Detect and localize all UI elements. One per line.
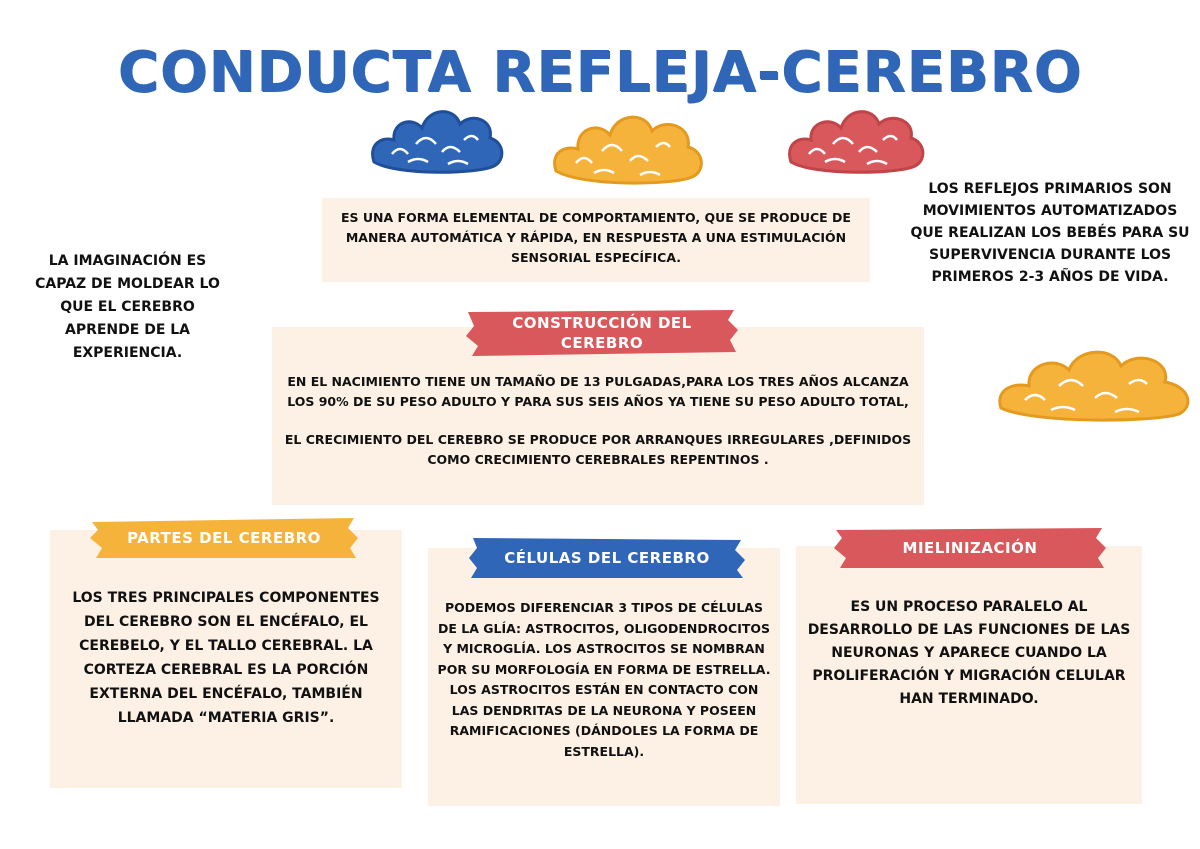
cells-heading-label: CÉLULAS DEL CEREBRO — [504, 549, 710, 567]
construction-box — [272, 327, 924, 505]
page-title: CONDUCTA REFLEJA-CEREBRO — [117, 40, 1083, 105]
blue-brush-stroke — [469, 538, 745, 578]
parts-heading: PARTES DEL CEREBRO — [88, 516, 360, 560]
myelination-box — [796, 546, 1142, 804]
red-cloud-decoration — [788, 110, 925, 174]
construction-paragraph-1: EN EL NACIMIENTO TIENE UN TAMAÑO DE 13 P… — [287, 374, 909, 409]
construction-heading: CONSTRUCCIÓN DEL CEREBRO — [462, 308, 742, 358]
myelination-text: ES UN PROCESO PARALELO AL DESARROLLO DE … — [807, 599, 1131, 707]
cells-box — [428, 548, 780, 806]
myelination-heading: MIELINIZACIÓN — [832, 526, 1108, 570]
myelination-heading-label: MIELINIZACIÓN — [902, 539, 1038, 557]
red-brush-stroke-2 — [834, 528, 1106, 568]
parts-box — [50, 530, 402, 788]
construction-paragraph-2: EL CRECIMIENTO DEL CEREBRO SE PRODUCE PO… — [284, 432, 912, 467]
construction-heading-label: CONSTRUCCIÓN DEL CEREBRO — [512, 314, 692, 352]
parts-text: LOS TRES PRINCIPALES COMPONENTES DEL CER… — [72, 590, 380, 726]
yellow-brush-stroke — [90, 518, 358, 558]
red-brush-stroke — [466, 310, 738, 356]
cells-heading: CÉLULAS DEL CEREBRO — [467, 534, 747, 580]
imagination-text: LA IMAGINACIÓN ES CAPAZ DE MOLDEAR LO QU… — [35, 253, 220, 361]
cells-text: PODEMOS DIFERENCIAR 3 TIPOS DE CÉLULAS D… — [437, 600, 771, 759]
definition-box — [322, 198, 870, 282]
parts-heading-label: PARTES DEL CEREBRO — [127, 529, 321, 547]
primary-reflexes-text: LOS REFLEJOS PRIMARIOS SON MOVIMIENTOS A… — [910, 181, 1190, 285]
definition-text: ES UNA FORMA ELEMENTAL DE COMPORTAMIENTO… — [341, 210, 851, 265]
yellow-cloud-side-decoration — [998, 350, 1190, 422]
blue-cloud-decoration — [371, 110, 504, 174]
yellow-cloud-decoration — [553, 115, 703, 185]
